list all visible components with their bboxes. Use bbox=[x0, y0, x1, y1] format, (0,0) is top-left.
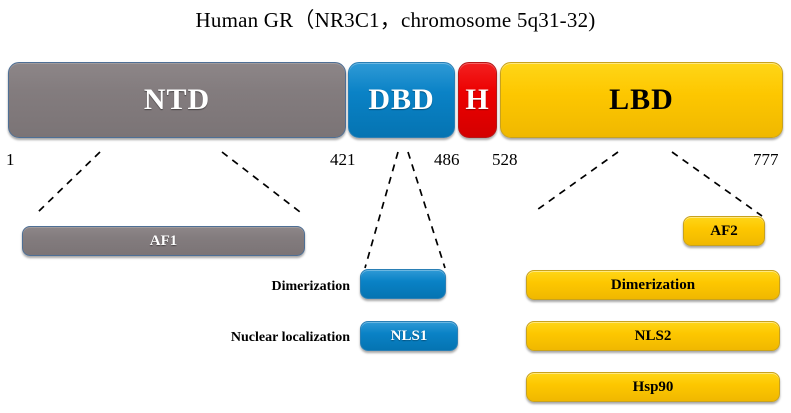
feature-lbd-dimerization-label: Dimerization bbox=[610, 276, 696, 293]
feature-lbd-dimerization[interactable]: Dimerization bbox=[526, 270, 780, 300]
feature-dbd-dimerization[interactable] bbox=[360, 269, 446, 299]
connector-ntd-right bbox=[221, 151, 301, 213]
domain-dbd-label: DBD bbox=[368, 83, 435, 116]
connector-lbd-left bbox=[533, 151, 619, 213]
caption-dimerization: Dimerization bbox=[271, 279, 350, 294]
feature-nls1[interactable]: NLS1 bbox=[360, 321, 458, 351]
domain-hinge[interactable]: H bbox=[458, 62, 497, 138]
feature-af1-label: AF1 bbox=[149, 232, 178, 249]
position-marker-1: 1 bbox=[6, 150, 15, 169]
connector-lbd-right bbox=[671, 151, 763, 217]
domain-lbd[interactable]: LBD bbox=[500, 62, 783, 138]
feature-af1[interactable]: AF1 bbox=[22, 226, 305, 256]
connector-dbd-left bbox=[364, 151, 399, 269]
feature-nls1-label: NLS1 bbox=[390, 327, 428, 344]
feature-af2[interactable]: AF2 bbox=[683, 216, 765, 246]
feature-nls2-label: NLS2 bbox=[634, 327, 672, 344]
caption-nuclear-localization: Nuclear localization bbox=[230, 330, 350, 345]
position-marker-486: 486 bbox=[434, 150, 460, 169]
domain-dbd[interactable]: DBD bbox=[348, 62, 455, 138]
feature-hsp90-label: Hsp90 bbox=[632, 378, 674, 395]
connector-ntd-left bbox=[37, 151, 101, 213]
figure-title: Human GR（NR3C1，chromosome 5q31-32) bbox=[195, 8, 596, 32]
feature-af2-label: AF2 bbox=[710, 222, 738, 239]
domain-ntd-label: NTD bbox=[143, 83, 211, 116]
domain-hinge-label: H bbox=[465, 83, 490, 116]
domain-lbd-label: LBD bbox=[609, 83, 674, 116]
domain-ntd[interactable]: NTD bbox=[8, 62, 346, 138]
position-marker-421: 421 bbox=[330, 150, 356, 169]
feature-hsp90[interactable]: Hsp90 bbox=[526, 372, 780, 402]
position-marker-528: 528 bbox=[492, 150, 518, 169]
feature-nls2[interactable]: NLS2 bbox=[526, 321, 780, 351]
position-marker-777: 777 bbox=[753, 150, 779, 169]
